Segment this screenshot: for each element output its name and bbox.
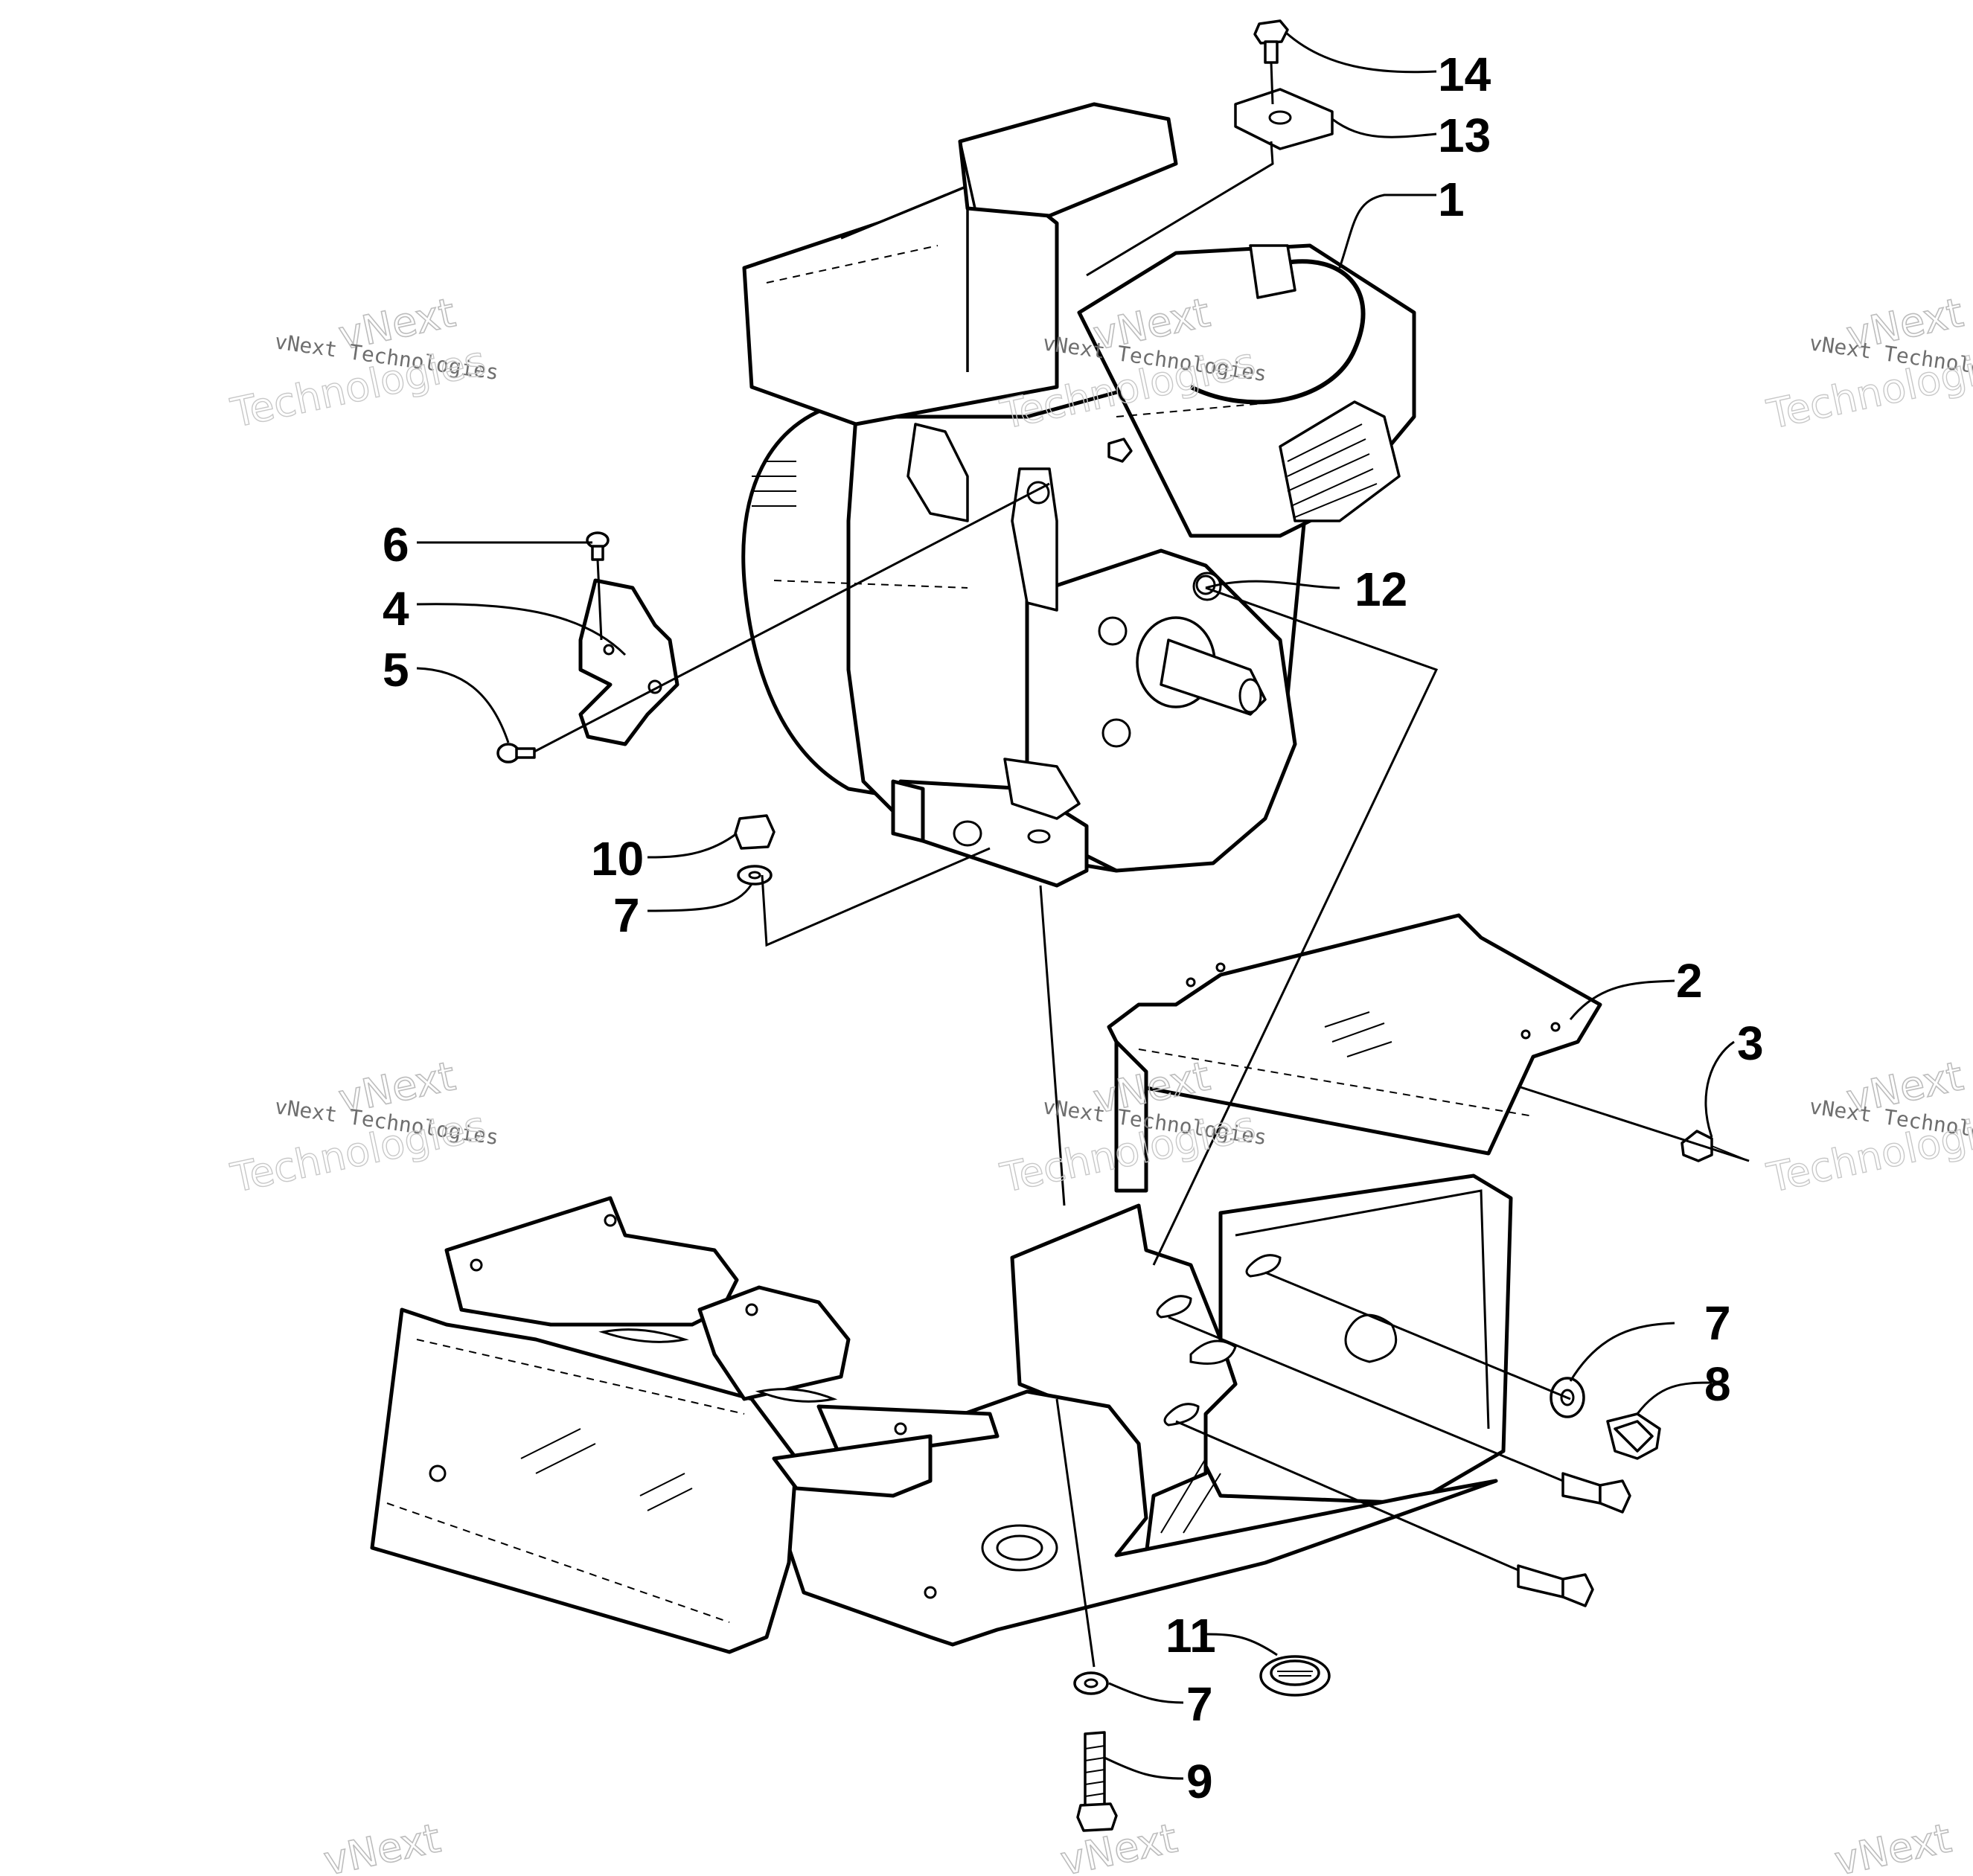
watermark-mid-left: vNext vNext Technologies Technologies (226, 1051, 500, 1202)
washer-7-upper (737, 865, 773, 886)
callout-7-right: 7 (1704, 1296, 1731, 1350)
watermark-bottom-right: vNext (1830, 1813, 1956, 1876)
callout-4: 4 (383, 582, 409, 636)
callout-1: 1 (1438, 173, 1465, 226)
callout-7-upper: 7 (613, 889, 640, 942)
callout-13: 13 (1438, 109, 1491, 162)
screw-5 (496, 743, 536, 763)
svg-text:vNext: vNext (1831, 1814, 1955, 1876)
callout-9: 9 (1186, 1755, 1213, 1808)
callout-10: 10 (591, 832, 644, 886)
callout-6: 6 (383, 518, 409, 572)
watermark-bottom-center: vNext (1056, 1813, 1182, 1876)
callout-3: 3 (1737, 1017, 1764, 1070)
clamp-13 (1234, 88, 1334, 150)
grommet-11 (1259, 1655, 1331, 1697)
engine-mount-plate (1107, 913, 1602, 1193)
callout-2: 2 (1676, 954, 1703, 1008)
callout-8: 8 (1704, 1357, 1731, 1411)
bolt-long-2 (1517, 1564, 1594, 1607)
callout-14: 14 (1438, 48, 1491, 101)
bolt-8 (1606, 1412, 1661, 1460)
callout-labels: 14 13 1 6 4 5 12 10 7 2 3 7 8 11 7 9 (383, 48, 1764, 1808)
callout-5: 5 (383, 643, 409, 697)
callout-7-bottom: 7 (1186, 1677, 1213, 1731)
screw-6 (586, 531, 610, 561)
assembly-lines (534, 62, 1750, 1668)
callout-11: 11 (1165, 1609, 1216, 1662)
rivet-3 (1681, 1130, 1750, 1162)
bolt-long-1 (1561, 1472, 1631, 1514)
svg-text:vNext: vNext (320, 1814, 444, 1876)
frame-chassis (370, 1174, 1513, 1654)
watermark-top-left: vNext vNext Technologies Technologies (226, 288, 500, 437)
engine-assembly (741, 102, 1416, 888)
washer-7-bottom (1073, 1671, 1109, 1695)
watermark-bottom-left: vNext (319, 1813, 445, 1876)
leader-lines (416, 31, 1735, 1780)
nut-10 (734, 814, 776, 850)
watermark-top-right: vNext vNext Technologies Technologies (1762, 288, 1973, 438)
watermark-mid-right: vNext vNext Technologies Technologies (1762, 1051, 1973, 1202)
callout-12: 12 (1355, 563, 1407, 616)
bolt-9 (1076, 1731, 1118, 1832)
bolt-14 (1253, 19, 1289, 64)
svg-text:vNext: vNext (1057, 1814, 1181, 1876)
